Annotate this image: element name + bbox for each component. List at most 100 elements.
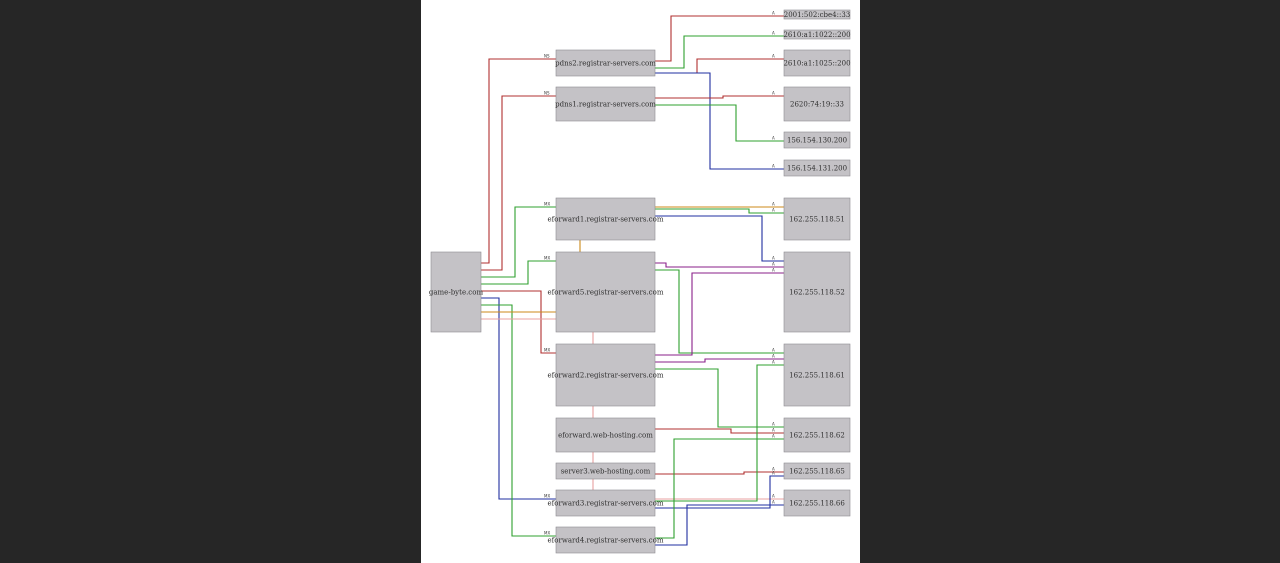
edge-label: MX: [544, 256, 550, 261]
edge-root-to-efw2: [481, 290, 556, 354]
edge-label: MX: [544, 348, 550, 353]
node-ip62: 162.255.118.62: [783, 417, 851, 453]
edge-root-to-pdns1: [481, 95, 556, 271]
node-ip6c: 2610:a1:1025::200: [783, 49, 851, 77]
node-label: server3.web-hosting.com: [561, 468, 651, 476]
edge-efw2-to-ip62: [655, 368, 784, 428]
node-server3: server3.web-hosting.com: [555, 462, 656, 480]
node-ip6a: 2001:502:cbe4::33: [783, 9, 851, 20]
node-ip6d: 2620:74:19::33: [783, 86, 851, 122]
node-label: 162.255.118.51: [789, 216, 845, 224]
edge-pdns2-to-ip4b: [655, 72, 784, 170]
node-ip52: 162.255.118.52: [783, 251, 851, 333]
edge-label: A: [772, 471, 775, 476]
node-pdns1: pdns1.registrar-servers.com: [555, 86, 656, 122]
node-box: [783, 462, 851, 480]
edge-label: A: [772, 422, 775, 427]
edge-label: MX: [544, 202, 550, 207]
node-label: game-byte.com: [429, 289, 484, 297]
node-label: eforward5.registrar-servers.com: [548, 289, 664, 297]
node-box: [783, 86, 851, 122]
node-ip6b: 2610:a1:1022::200: [783, 29, 851, 40]
node-box: [783, 29, 851, 40]
node-efw2: eforward2.registrar-servers.com: [548, 343, 664, 407]
node-box: [783, 159, 851, 177]
node-label: eforward1.registrar-servers.com: [548, 216, 664, 224]
edge-root-to-efw4: [481, 304, 556, 537]
node-efw5: eforward5.registrar-servers.com: [548, 251, 664, 333]
edge-efw4-to-ip66: [655, 504, 784, 546]
node-label: eforward4.registrar-servers.com: [548, 537, 664, 545]
node-box: [783, 197, 851, 241]
node-label: 2610:a1:1025::200: [783, 60, 850, 68]
node-label: 162.255.118.66: [789, 500, 845, 508]
node-box: [783, 131, 851, 149]
node-box: [783, 9, 851, 20]
edge-label: A: [772, 31, 775, 36]
edge-efw5-to-ip52: [655, 262, 784, 268]
node-label: 2620:74:19::33: [790, 101, 844, 109]
edge-root-to-efw3: [481, 297, 556, 500]
node-ip66: 162.255.118.66: [783, 489, 851, 517]
edge-efw4-to-ip62: [655, 438, 784, 539]
edge-pdns1-to-ip6d: [655, 95, 784, 99]
node-ip61: 162.255.118.61: [783, 343, 851, 407]
node-label: eforward3.registrar-servers.com: [548, 500, 664, 508]
edge-label: A: [772, 434, 775, 439]
node-label: 2610:a1:1022::200: [783, 31, 850, 39]
node-root: game-byte.com: [429, 251, 484, 333]
node-box: [555, 197, 656, 241]
edge-label: MX: [544, 531, 550, 536]
node-label: 162.255.118.62: [789, 432, 845, 440]
edge-label: A: [772, 54, 775, 59]
edge-label: A: [772, 467, 775, 472]
edge-label: A: [772, 202, 775, 207]
edge-label: A: [772, 91, 775, 96]
node-layer: game-byte.com pdns2.registrar-servers.com…: [429, 9, 851, 554]
edge-pdns2-to-ip6a: [655, 15, 784, 62]
node-label: pdns2.registrar-servers.com: [555, 60, 656, 68]
node-box: [555, 462, 656, 480]
edge-label: A: [772, 164, 775, 169]
edge-label: A: [772, 11, 775, 16]
node-ip4a: 156.154.130.200: [783, 131, 851, 149]
node-label: 162.255.118.52: [789, 289, 845, 297]
edge-label: A: [772, 360, 775, 365]
node-box: [555, 526, 656, 554]
node-label: 2001:502:cbe4::33: [784, 11, 851, 19]
edge-efw1-to-ip51: [655, 208, 784, 214]
edge-efwwh-to-ip62: [655, 428, 784, 434]
edge-label: NS: [544, 91, 550, 96]
node-ip65: 162.255.118.65: [783, 462, 851, 480]
node-box: [783, 417, 851, 453]
edge-label: A: [772, 208, 775, 213]
node-box: [783, 251, 851, 333]
node-label: 162.255.118.61: [789, 372, 845, 380]
node-label: eforward2.registrar-servers.com: [548, 372, 664, 380]
node-label: pdns1.registrar-servers.com: [555, 101, 656, 109]
node-box: [783, 49, 851, 77]
edge-efw3-to-ip61: [655, 364, 784, 502]
edge-label: A: [772, 256, 775, 261]
node-efw4: eforward4.registrar-servers.com: [548, 526, 664, 554]
edge-pdns2-to-ip6c: [655, 58, 784, 74]
edge-label: NS: [544, 54, 550, 59]
edge-root-to-efw1: [481, 206, 556, 278]
edge-root-to-ip66: [481, 318, 784, 500]
edge-label: A: [772, 494, 775, 499]
node-box: [430, 251, 482, 333]
edge-root-to-efw5: [481, 260, 556, 285]
node-efw1: eforward1.registrar-servers.com: [548, 197, 664, 241]
node-box: [555, 343, 656, 407]
edge-efw2-to-ip61: [655, 358, 784, 363]
node-ip51: 162.255.118.51: [783, 197, 851, 241]
node-box: [555, 86, 656, 122]
node-pdns2: pdns2.registrar-servers.com: [555, 49, 656, 77]
edge-pdns1-to-ip4a: [655, 104, 784, 142]
edge-efw1-to-ip52: [655, 215, 784, 262]
edge-efw5-to-ip61: [655, 269, 784, 354]
node-label: 156.154.131.200: [787, 165, 847, 173]
node-box: [783, 343, 851, 407]
edge-label: A: [772, 500, 775, 505]
edge-root-to-pdns2: [481, 58, 556, 264]
